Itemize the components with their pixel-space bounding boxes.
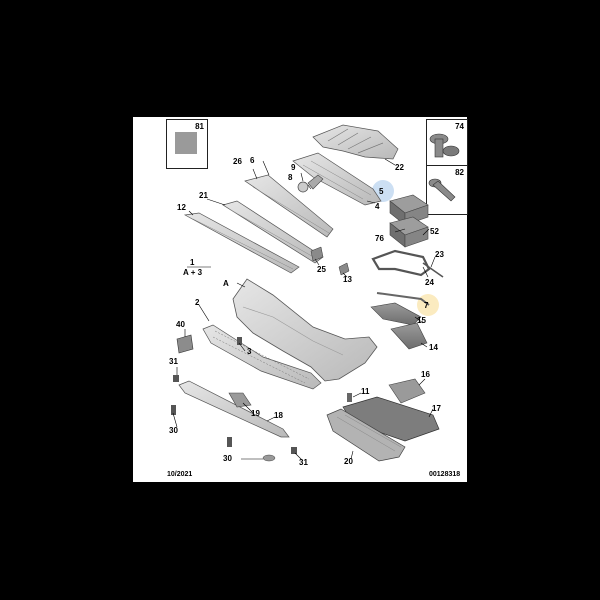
callout-22[interactable]: 22 — [395, 163, 404, 172]
callout-9[interactable]: 9 — [291, 163, 296, 172]
callout-17[interactable]: 17 — [432, 404, 441, 413]
callout-31-upper[interactable]: 31 — [169, 357, 178, 366]
clip-13-part — [338, 262, 350, 276]
side-trim-15-part — [370, 302, 422, 326]
callout-31-lower[interactable]: 31 — [299, 458, 308, 467]
inset-box-74-number: 74 — [455, 122, 464, 131]
inset-box-81-number: 81 — [195, 122, 204, 131]
inset-box-81[interactable]: 81 — [166, 119, 208, 169]
footer-date: 10/2021 — [167, 471, 193, 478]
callout-6[interactable]: 6 — [250, 156, 255, 165]
clip-25-part — [310, 246, 324, 262]
callout-7[interactable]: 7 — [424, 301, 429, 310]
callout-25[interactable]: 25 — [317, 265, 326, 274]
callout-a-plus-3[interactable]: A + 3 — [183, 268, 203, 277]
callout-40[interactable]: 40 — [176, 320, 185, 329]
side-trim-14-part — [390, 322, 428, 350]
upper-grille-frame-part — [312, 124, 399, 160]
inset-box-82-number: 82 — [455, 168, 464, 177]
fastener-3-part — [237, 337, 242, 345]
screw-82-icon — [428, 178, 456, 202]
callout-a[interactable]: A — [223, 279, 229, 288]
leader-lines — [172, 158, 436, 462]
callout-14[interactable]: 14 — [429, 343, 438, 352]
tow-hook-cover-part — [176, 334, 194, 354]
fastener-31-lower-part — [291, 447, 297, 454]
pad-part-icon — [175, 132, 197, 154]
bracket-19-part — [228, 392, 252, 408]
fastener-30-upper-part — [171, 405, 176, 415]
screw-74-icon — [429, 133, 460, 158]
fastener-11-part — [347, 393, 352, 402]
callout-30-lower[interactable]: 30 — [223, 454, 232, 463]
callout-20[interactable]: 20 — [344, 457, 353, 466]
callout-2[interactable]: 2 — [195, 298, 200, 307]
lower-grille-mesh-part — [202, 324, 322, 390]
fastener-30-lower-part — [227, 437, 232, 447]
absorber-blocks-part — [389, 194, 429, 248]
lower-beam-12-part — [183, 212, 300, 274]
grille-insert-part — [292, 152, 382, 206]
callout-4[interactable]: 4 — [375, 202, 380, 211]
callout-24[interactable]: 24 — [425, 278, 434, 287]
undertray-20-part — [326, 408, 406, 462]
callout-23[interactable]: 23 — [435, 250, 444, 259]
trim-strip-7-part — [376, 292, 430, 306]
callout-1[interactable]: 1 — [190, 258, 195, 267]
callout-11[interactable]: 11 — [361, 387, 370, 396]
lower-spoiler-part — [178, 380, 290, 438]
callout-26[interactable]: 26 — [233, 157, 242, 166]
lower-grille-surround-part — [371, 249, 431, 277]
parts-diagram-sheet: 81 74 82 — [133, 117, 468, 482]
callout-76[interactable]: 76 — [375, 234, 384, 243]
callout-52[interactable]: 52 — [430, 227, 439, 236]
emblem-part — [297, 181, 309, 193]
callout-15[interactable]: 15 — [417, 316, 426, 325]
callout-5[interactable]: 5 — [379, 187, 384, 196]
bumper-cover-part — [232, 278, 378, 382]
exploded-view-drawing — [171, 124, 460, 462]
reinforcement-beam-26-part — [244, 174, 334, 238]
callout-13[interactable]: 13 — [343, 275, 352, 284]
bracket-16-part — [388, 378, 426, 404]
callout-18[interactable]: 18 — [274, 411, 283, 420]
fastener-31-upper-part — [173, 375, 179, 382]
callout-16[interactable]: 16 — [421, 370, 430, 379]
callout-21[interactable]: 21 — [199, 191, 208, 200]
footer-reference-number: 00128318 — [429, 471, 461, 478]
callout-30-upper[interactable]: 30 — [169, 426, 178, 435]
callout-8[interactable]: 8 — [288, 173, 293, 182]
callout-19[interactable]: 19 — [251, 409, 260, 418]
callout-12[interactable]: 12 — [177, 203, 186, 212]
callout-3[interactable]: 3 — [247, 347, 252, 356]
